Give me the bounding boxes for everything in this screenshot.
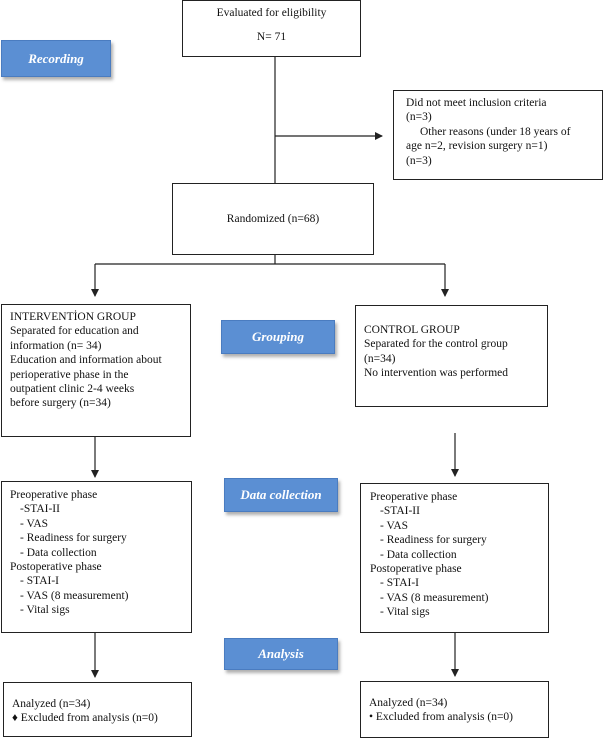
control-analysis-box: Analyzed (n=34) • Excluded from analysis… <box>360 681 549 738</box>
intervention-data-box: Preoperative phase -STAI-II - VAS - Read… <box>1 481 192 633</box>
randomized-box: Randomized (n=68) <box>172 183 374 255</box>
intervention-pre-title: Preoperative phase <box>10 489 98 501</box>
control-group-line: Separated for the control group <box>364 338 508 351</box>
intervention-group-line: Separated for education and <box>10 325 139 338</box>
intervention-analysis-box: Analyzed (n=34) ♦ Excluded from analysis… <box>3 682 192 737</box>
control-post-title: Postoperative phase <box>370 563 462 576</box>
intervention-post-item: - STAI-I <box>20 575 59 588</box>
intervention-group-title: INTERVENTİON GROUP <box>10 311 136 323</box>
exclusion-line: age n=2, revision surgery n=1) <box>406 140 548 153</box>
exclusion-line: Did not meet inclusion criteria <box>406 97 547 109</box>
control-group-line: (n=34) <box>364 352 396 365</box>
exclusion-line: (n=3) <box>406 154 432 167</box>
intervention-post-item: - Vital sigs <box>20 604 70 617</box>
eligibility-box: Evaluated for eligibility N= 71 <box>182 0 361 57</box>
control-pre-item: - Data collection <box>380 548 457 561</box>
intervention-post-item: - VAS (8 measurement) <box>20 589 129 602</box>
control-pre-item: - VAS <box>380 519 409 532</box>
intervention-excluded-label: ♦ Excluded from analysis (n=0) <box>12 712 158 725</box>
stage-label-recording: Recording <box>1 40 111 77</box>
intervention-group-line: outpatient clinic 2-4 weeks <box>10 383 135 396</box>
eligibility-label: Evaluated for eligibility <box>216 7 327 19</box>
control-pre-item: - Readiness for surgery <box>380 534 487 547</box>
exclusion-box: Did not meet inclusion criteria (n=3) Ot… <box>393 90 603 180</box>
control-pre-item: -STAI-II <box>380 505 420 518</box>
intervention-analyzed-label: Analyzed (n=34) <box>12 698 91 710</box>
control-excluded-label: • Excluded from analysis (n=0) <box>369 711 514 724</box>
control-pre-title: Preoperative phase <box>370 491 458 503</box>
intervention-group-line: perioperative phase in the <box>10 368 129 381</box>
stage-label-analysis: Analysis <box>224 638 338 670</box>
intervention-pre-item: - Data collection <box>20 546 97 559</box>
intervention-pre-item: - VAS <box>20 517 49 530</box>
control-post-item: - VAS (8 measurement) <box>380 591 489 604</box>
intervention-pre-item: - Readiness for surgery <box>20 532 127 545</box>
intervention-group-line: information (n= 34) <box>10 339 102 352</box>
control-group-title: CONTROL GROUP <box>364 324 460 336</box>
stage-label-grouping: Grouping <box>221 320 335 354</box>
exclusion-line: Other reasons (under 18 years of <box>420 125 571 138</box>
control-group-line: No intervention was performed <box>364 367 509 380</box>
stage-label-data-collection: Data collection <box>224 478 338 512</box>
eligibility-count: N= 71 <box>256 31 287 44</box>
control-post-item: - Vital sigs <box>380 606 430 619</box>
intervention-post-title: Postoperative phase <box>10 561 102 574</box>
control-analyzed-label: Analyzed (n=34) <box>369 697 448 709</box>
control-data-box: Preoperative phase -STAI-II - VAS - Read… <box>360 483 549 633</box>
control-post-item: - STAI-I <box>380 577 419 590</box>
exclusion-line: (n=3) <box>406 111 432 124</box>
intervention-group-box: INTERVENTİON GROUP Separated for educati… <box>1 304 191 437</box>
intervention-group-line: Education and information about <box>10 354 162 367</box>
intervention-group-line: before surgery (n=34) <box>10 397 111 410</box>
randomized-label: Randomized (n=68) <box>226 212 320 225</box>
intervention-pre-item: -STAI-II <box>20 503 60 516</box>
control-group-box: CONTROL GROUP Separated for the control … <box>355 305 548 407</box>
